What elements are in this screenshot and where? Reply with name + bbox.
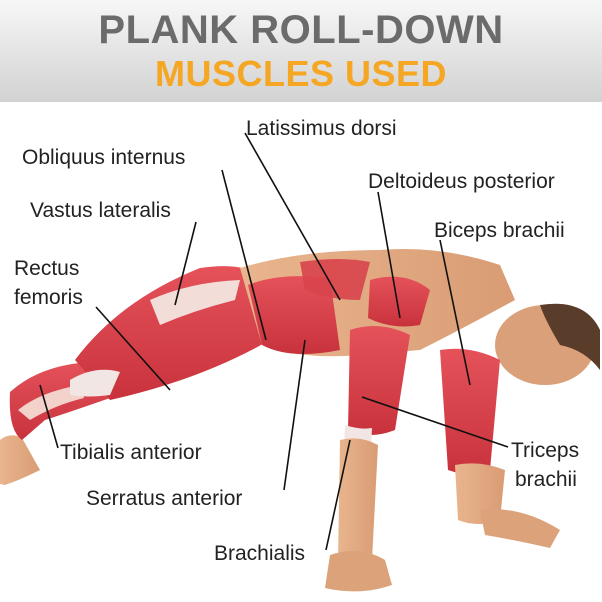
- tibialis-muscle: [18, 385, 84, 420]
- line-serratus: [283, 339, 306, 491]
- label-deltoideus-posterior: Deltoideus posterior: [368, 170, 555, 193]
- label-rectus: Rectus: [14, 257, 80, 280]
- label-latissimus-dorsi: Latissimus dorsi: [246, 117, 397, 140]
- label-tibialis-anterior: Tibialis anterior: [60, 441, 202, 464]
- far-forearm: [455, 463, 505, 524]
- label-biceps-brachii: Biceps brachii: [434, 219, 565, 242]
- label-brachialis: Brachialis: [214, 542, 306, 565]
- line-biceps: [439, 239, 471, 386]
- near-forearm: [338, 438, 378, 567]
- label-obliquus-internus: Obliquus internus: [22, 146, 186, 169]
- label-serratus-anterior: Serratus anterior: [86, 487, 243, 510]
- label-brachii: brachii: [515, 468, 577, 491]
- line-triceps: [361, 396, 509, 448]
- line-deltoideus: [377, 191, 401, 319]
- near-hand: [325, 551, 392, 592]
- label-femoris: femoris: [14, 286, 83, 309]
- line-rectus: [95, 306, 171, 391]
- label-triceps: Triceps: [511, 439, 580, 462]
- line-vastus: [174, 221, 197, 306]
- page-subtitle: MUSCLES USED: [154, 53, 448, 94]
- header-banner: PLANK ROLL-DOWN MUSCLES USED: [0, 0, 602, 102]
- line-tibialis: [39, 384, 59, 449]
- far-upper-arm: [440, 348, 500, 474]
- line-latissimus: [244, 132, 341, 301]
- line-obliquus: [221, 169, 267, 341]
- line-brachialis: [325, 439, 351, 551]
- knee-tendon: [70, 369, 120, 397]
- lat-muscle: [300, 259, 370, 300]
- page-title: PLANK ROLL-DOWN: [98, 8, 504, 52]
- oblique-muscle: [248, 276, 340, 354]
- leader-lines: [39, 132, 509, 551]
- far-hand: [480, 509, 560, 548]
- hair: [540, 303, 600, 370]
- near-upper-arm: [348, 326, 410, 435]
- vastus-muscle: [150, 280, 240, 325]
- left-foot: [0, 435, 40, 485]
- deltoid-muscle: [368, 276, 430, 327]
- label-vastus-lateralis: Vastus lateralis: [30, 199, 171, 222]
